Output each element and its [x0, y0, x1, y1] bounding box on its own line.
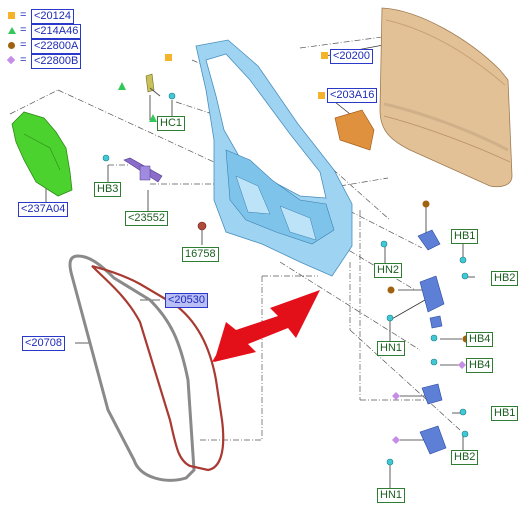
label-203A16[interactable]: <203A16 [327, 88, 378, 103]
trim-pad [334, 109, 375, 151]
label-HB4-bottom[interactable]: HB4 [466, 358, 494, 373]
label-HN2[interactable]: HN2 [374, 263, 403, 278]
triangle-icon [8, 27, 16, 34]
label-20530-highlighted[interactable]: <20530 [165, 293, 209, 308]
legend-row-circle: = <22800A [8, 39, 108, 54]
label-HN1-bottom[interactable]: HN1 [377, 488, 406, 503]
outer-seal [68, 254, 196, 482]
square-icon [8, 12, 15, 19]
legend-row-square: = <20124 [8, 9, 108, 24]
hinge-strap-part [123, 157, 163, 183]
label-23552[interactable]: <23552 [125, 211, 169, 226]
part-16758 [197, 221, 207, 231]
legend-equals: = [20, 54, 27, 66]
red-arrow [212, 290, 320, 362]
outer-door-skin [379, 7, 513, 188]
label-20708[interactable]: <20708 [22, 336, 66, 351]
check-part-top [145, 73, 161, 97]
legend-equals: = [20, 9, 27, 21]
legend-code-214A46: <214A46 [31, 24, 82, 39]
label-HC1[interactable]: HC1 [157, 116, 186, 131]
inner-seal [91, 264, 225, 472]
circle-icon [8, 42, 15, 49]
legend-code-20124: <20124 [31, 9, 75, 24]
label-16758[interactable]: 16758 [182, 247, 219, 262]
label-237A04[interactable]: <237A04 [18, 202, 69, 217]
green-insulator-panel [11, 111, 73, 197]
label-HB2-bottom[interactable]: HB2 [451, 450, 479, 465]
brackets [417, 229, 447, 455]
inner-door-panel [195, 39, 353, 277]
label-20200[interactable]: <20200 [330, 49, 374, 64]
legend-equals: = [20, 39, 27, 51]
clips [102, 92, 469, 466]
legend-code-22800A: <22800A [31, 39, 82, 54]
legend-code-22800B: <22800B [31, 54, 82, 69]
diamond-icon [6, 55, 16, 65]
label-HB3[interactable]: HB3 [94, 182, 122, 197]
label-HB4-top[interactable]: HB4 [466, 332, 494, 347]
label-HB1-top[interactable]: HB1 [451, 229, 479, 244]
label-HB1-bottom[interactable]: HB1 [491, 406, 519, 421]
legend: = <20124 = <214A46 = <22800A = <22800B [6, 9, 108, 69]
legend-row-triangle: = <214A46 [8, 24, 108, 39]
label-HB2-top[interactable]: HB2 [491, 271, 519, 286]
legend-equals: = [20, 24, 27, 36]
legend-row-diamond: = <22800B [6, 54, 108, 69]
label-HN1-top[interactable]: HN1 [377, 341, 406, 356]
callout-symbols [118, 52, 470, 444]
